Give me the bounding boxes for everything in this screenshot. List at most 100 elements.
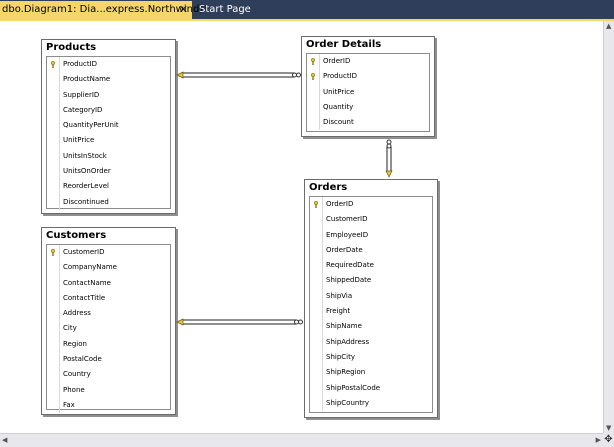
column-row[interactable]: ReorderLevel [47,179,170,195]
row-selector[interactable] [47,290,60,307]
vertical-scrollbar[interactable]: ▲ ▼ [603,21,614,433]
row-selector[interactable] [310,227,323,243]
column-row[interactable]: Phone [47,382,170,398]
row-selector[interactable] [47,275,60,291]
row-selector[interactable] [47,102,60,119]
row-selector[interactable] [310,380,323,396]
row-selector[interactable] [310,258,323,274]
row-selector[interactable] [47,336,60,353]
column-row[interactable]: Discount [307,115,429,131]
row-selector[interactable] [310,242,323,259]
column-row[interactable]: CategoryID [47,102,170,119]
row-selector[interactable] [307,69,320,85]
scroll-right-icon[interactable]: ▶ [595,436,601,444]
column-row[interactable]: ProductID [307,69,429,85]
column-row[interactable]: UnitPrice [307,84,429,100]
column-row[interactable]: UnitsInStock [47,148,170,165]
column-name: ContactName [63,278,111,287]
column-name: OrderID [323,57,351,65]
tab-start-page[interactable]: Start Page [195,1,275,19]
column-row[interactable]: OrderDate [310,242,432,259]
tab-diagram1[interactable]: dbo.Diagram1: Dia...express.Northwind)* … [0,1,208,19]
row-selector[interactable] [307,115,320,131]
column-row[interactable]: Address [47,306,170,322]
row-selector[interactable] [310,365,323,381]
row-selector[interactable] [47,118,60,134]
row-selector[interactable] [310,304,323,320]
column-row[interactable]: ShipCity [310,349,432,366]
column-row[interactable]: Freight [310,304,432,320]
column-row[interactable]: ShipVia [310,288,432,305]
column-row[interactable]: ContactName [47,275,170,291]
row-selector[interactable] [310,288,323,305]
close-icon[interactable]: ✕ [178,3,188,16]
row-selector[interactable] [47,260,60,276]
row-selector[interactable] [47,72,60,88]
row-selector[interactable] [307,99,320,116]
column-row[interactable]: ShippedDate [310,273,432,289]
row-selector[interactable] [310,319,323,335]
column-row[interactable]: ShipPostalCode [310,380,432,396]
row-selector[interactable] [310,349,323,366]
row-selector[interactable] [310,334,323,350]
resize-icon[interactable]: ✥ [603,433,614,447]
key-icon [313,201,319,208]
column-row[interactable]: Quantity [307,99,429,116]
row-selector[interactable] [47,179,60,195]
column-row[interactable]: ProductName [47,72,170,88]
column-row[interactable]: ShipName [310,319,432,335]
column-row[interactable]: PostalCode [47,352,170,368]
column-row[interactable]: OrderID [310,197,432,213]
scroll-left-icon[interactable]: ◀ [2,436,8,444]
column-row[interactable]: SupplierID [47,87,170,103]
row-selector[interactable] [310,197,323,213]
column-row[interactable]: UnitsOnOrder [47,164,170,180]
column-row[interactable]: ProductID [47,57,170,73]
column-row[interactable]: CustomerID [310,212,432,228]
scroll-up-icon[interactable]: ▲ [606,22,612,30]
row-selector[interactable] [47,382,60,398]
row-selector[interactable] [310,395,323,412]
column-row[interactable]: CompanyName [47,260,170,276]
row-selector[interactable] [47,133,60,149]
column-row[interactable]: OrderID [307,54,429,70]
column-row[interactable]: ShipRegion [310,365,432,381]
column-name: Discontinued [63,197,109,206]
row-selector[interactable] [47,352,60,368]
row-selector[interactable] [47,87,60,103]
row-selector[interactable] [310,273,323,289]
row-selector[interactable] [47,57,60,73]
row-selector[interactable] [47,164,60,180]
column-row[interactable]: City [47,321,170,337]
column-row[interactable]: UnitPrice [47,133,170,149]
row-selector[interactable] [47,321,60,337]
column-row[interactable]: ShipAddress [310,334,432,350]
column-row[interactable]: Region [47,336,170,353]
column-row[interactable]: CustomerID [47,245,170,261]
row-selector[interactable] [47,397,60,414]
table-title-customers: Customers [42,228,175,243]
row-selector[interactable] [47,367,60,383]
column-row[interactable]: ContactTitle [47,290,170,307]
column-row[interactable]: RequiredDate [310,258,432,274]
row-selector[interactable] [47,245,60,261]
column-row[interactable]: EmployeeID [310,227,432,243]
column-row[interactable]: Discontinued [47,194,170,210]
key-icon [50,61,56,68]
column-row[interactable]: Country [47,367,170,383]
row-selector[interactable] [47,194,60,210]
row-selector[interactable] [310,212,323,228]
row-selector[interactable] [47,306,60,322]
row-selector[interactable] [47,148,60,165]
column-row[interactable]: Fax [47,397,170,414]
row-selector[interactable] [307,54,320,70]
column-row[interactable]: ShipCountry [310,395,432,412]
horizontal-scrollbar[interactable]: ◀ ▶ [0,433,603,447]
scroll-down-icon[interactable]: ▼ [606,424,612,432]
column-row[interactable]: QuantityPerUnit [47,118,170,134]
row-selector[interactable] [307,84,320,100]
